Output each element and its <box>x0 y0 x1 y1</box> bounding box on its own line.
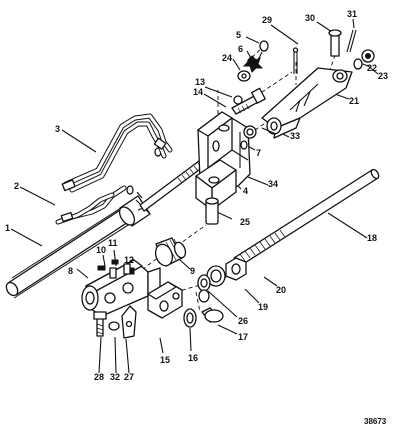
callout-15: 15 <box>160 355 170 365</box>
callout-23: 23 <box>378 71 388 81</box>
callout-28: 28 <box>94 372 104 382</box>
callout-27: 27 <box>124 372 134 382</box>
cylinder-tube <box>5 147 162 299</box>
callout-21: 21 <box>349 96 359 106</box>
callout-12: 12 <box>124 255 134 265</box>
callout-33: 33 <box>290 131 300 141</box>
callout-6: 6 <box>238 44 243 54</box>
callout-7: 7 <box>256 148 261 158</box>
tiller-arm <box>261 67 353 139</box>
bolt-washer-tab <box>93 305 137 339</box>
control-valve <box>81 259 161 317</box>
callout-9: 9 <box>190 266 195 276</box>
callout-14: 14 <box>193 87 203 97</box>
figure-number: 38673 <box>364 417 387 426</box>
hydraulic-line-3 <box>61 113 173 193</box>
upper-hardware <box>231 29 375 139</box>
callout-11: 11 <box>108 238 118 248</box>
callout-4: 4 <box>243 186 248 196</box>
callout-34: 34 <box>268 179 278 189</box>
callout-24: 24 <box>222 53 232 63</box>
callout-16: 16 <box>188 353 198 363</box>
callout-2: 2 <box>14 181 19 191</box>
hydraulic-line-2 <box>55 185 127 225</box>
callout-8: 8 <box>68 266 73 276</box>
callout-1: 1 <box>5 223 10 233</box>
callout-30: 30 <box>305 13 315 23</box>
callout-5: 5 <box>236 30 241 40</box>
callout-19: 19 <box>258 302 268 312</box>
nut-20-bushing-19 <box>197 257 247 292</box>
callout-29: 29 <box>262 15 272 25</box>
callout-22: 22 <box>367 63 377 73</box>
lower-hardware <box>147 281 224 328</box>
mounting-bracket <box>195 111 251 211</box>
callout-32: 32 <box>110 372 120 382</box>
callout-13: 13 <box>195 77 205 87</box>
callout-17: 17 <box>238 332 248 342</box>
coupling-9 <box>154 237 187 267</box>
main-shaft <box>233 168 380 267</box>
callout-26: 26 <box>238 316 248 326</box>
callout-20: 20 <box>276 285 286 295</box>
callout-31: 31 <box>347 9 357 19</box>
callout-18: 18 <box>367 233 377 243</box>
callout-10: 10 <box>96 245 106 255</box>
callout-25: 25 <box>240 217 250 227</box>
pin-25 <box>205 197 219 225</box>
callout-labels: 1 2 3 4 5 6 7 8 9 10 11 12 13 14 15 16 1… <box>5 9 388 382</box>
callout-3: 3 <box>55 124 60 134</box>
